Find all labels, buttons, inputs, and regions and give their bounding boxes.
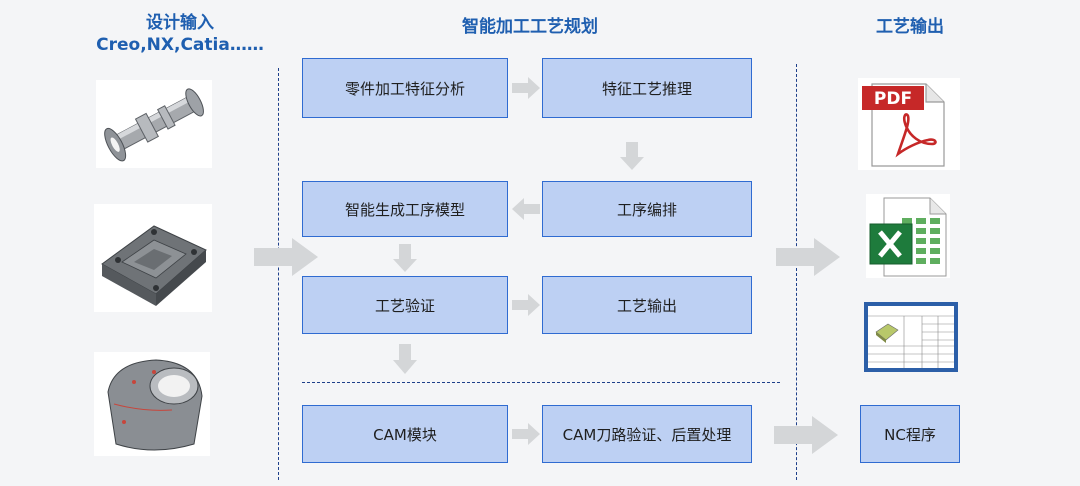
mold-part-image	[94, 204, 212, 312]
pipe-part-image	[96, 80, 212, 168]
arrow-reasoning-to-sequencing	[620, 142, 644, 170]
planning-to-output-arrow	[776, 238, 840, 276]
arrow-verification-to-cam	[393, 344, 417, 374]
arrow-analysis-to-reasoning	[512, 77, 540, 99]
process-sheet-icon	[864, 302, 958, 372]
step-feature-analysis: 零件加工特征分析	[302, 58, 508, 118]
arrow-verification-to-output	[512, 294, 540, 316]
arrow-cam-to-verification	[512, 423, 540, 445]
input-title: 设计输入	[146, 13, 214, 33]
step-process-output: 工艺输出	[542, 276, 752, 334]
pdf-label: PDF	[874, 89, 912, 109]
step-generate-process-model: 智能生成工序模型	[302, 181, 508, 237]
arrow-model-to-verification	[393, 244, 417, 272]
casing-part-image	[94, 352, 210, 456]
step-cam-module: CAM模块	[302, 405, 508, 463]
output-column-title: 工艺输出	[876, 17, 944, 37]
planning-column-title: 智能加工工艺规划	[462, 17, 598, 37]
cam-divider	[302, 382, 780, 383]
step-process-sequencing: 工序编排	[542, 181, 752, 237]
right-divider	[796, 64, 797, 480]
input-to-planning-arrow	[254, 238, 318, 276]
arrow-sequencing-to-model	[512, 198, 540, 220]
input-column-title: 设计输入 Creo,NX,Catia……	[60, 8, 300, 55]
pdf-file-icon: PDF	[858, 78, 960, 170]
step-feature-process-reasoning: 特征工艺推理	[542, 58, 752, 118]
step-process-verification: 工艺验证	[302, 276, 508, 334]
excel-file-icon	[866, 194, 950, 278]
nc-program-box: NC程序	[860, 405, 960, 463]
cam-to-nc-arrow	[774, 416, 838, 454]
input-subtitle: Creo,NX,Catia……	[96, 35, 264, 55]
left-divider	[278, 68, 279, 480]
step-cam-verification: CAM刀路验证、后置处理	[542, 405, 752, 463]
